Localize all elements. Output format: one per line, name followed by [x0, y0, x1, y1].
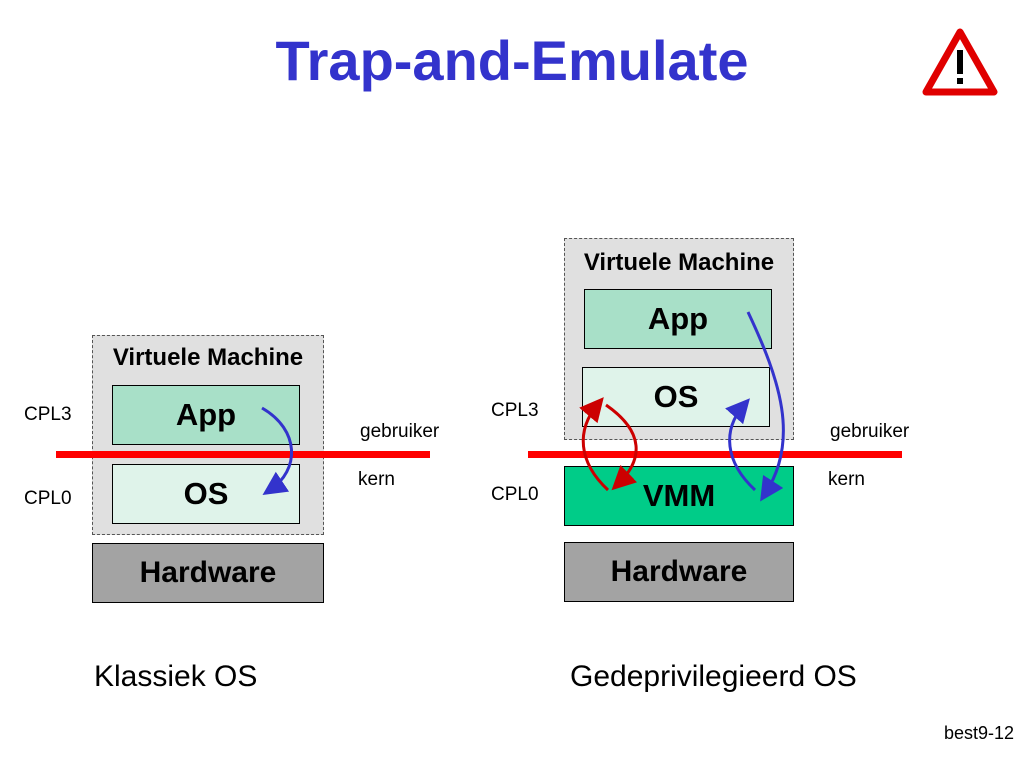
left-privilege-boundary-line — [56, 451, 430, 458]
right-hardware-box: Hardware — [564, 542, 794, 602]
left-hardware-box: Hardware — [92, 543, 324, 603]
left-vm-label: Virtuele Machine — [112, 344, 304, 371]
right-vm-label: Virtuele Machine — [583, 249, 775, 276]
right-app-box: App — [584, 289, 772, 349]
right-cpl3-label: CPL3 — [491, 400, 539, 421]
left-user-label: gebruiker — [360, 421, 440, 442]
right-os-box: OS — [582, 367, 770, 427]
left-cpl3-label: CPL3 — [24, 404, 72, 425]
left-os-box: OS — [112, 464, 300, 524]
warning-triangle-icon — [922, 28, 998, 96]
left-caption: Klassiek OS — [94, 660, 258, 693]
right-vmm-box: VMM — [564, 466, 794, 526]
left-app-box: App — [112, 385, 300, 445]
right-user-label: gebruiker — [830, 421, 910, 442]
right-privilege-boundary-line — [528, 451, 902, 458]
right-cpl0-label: CPL0 — [491, 484, 539, 505]
left-cpl0-label: CPL0 — [24, 488, 72, 509]
slide-footer: best9-12 — [943, 723, 1014, 743]
right-caption: Gedeprivilegieerd OS — [570, 660, 857, 693]
right-kernel-label: kern — [828, 469, 865, 490]
slide-title: Trap-and-Emulate — [275, 29, 749, 92]
left-kernel-label: kern — [358, 469, 395, 490]
